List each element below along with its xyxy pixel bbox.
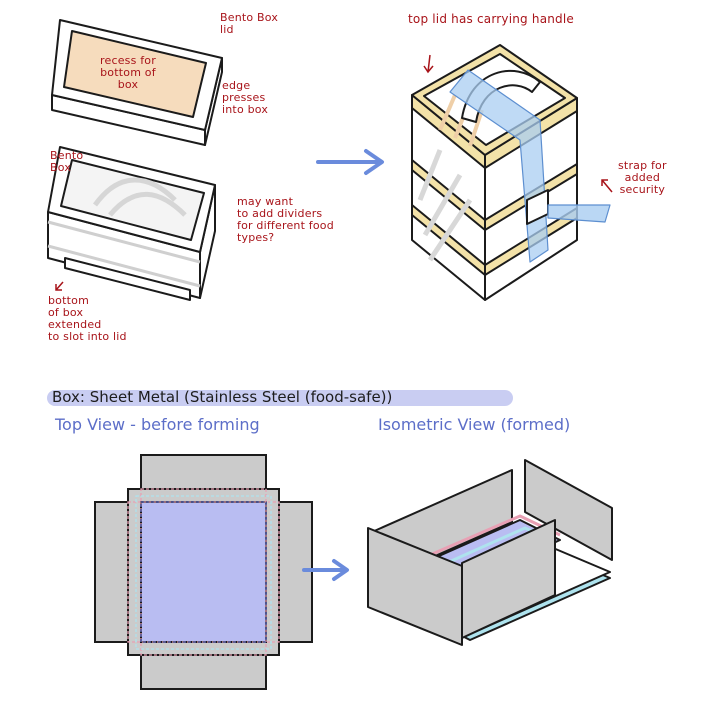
heading-highlight [47,390,513,406]
label-bento-box: Bento Box [50,149,84,174]
label-edge: edge presses into box [222,79,269,116]
label-dividers: may want to add dividers for different f… [237,195,334,244]
annotation-arrows [55,54,613,291]
arrow-right-icon-2 [302,559,349,581]
isometric-box-drawing [367,459,613,646]
stacked-bento-drawing [411,44,611,301]
label-bento-box-lid: Bento Box lid [220,11,279,36]
label-recess: recess for bottom of box [100,54,156,91]
top-view-heading: Top View - before forming [55,415,260,434]
flat-pattern-drawing [94,454,313,690]
material-heading: Box: Sheet Metal (Stainless Steel (food-… [52,388,393,406]
box-drawing [47,146,216,301]
label-handle: top lid has carrying handle [408,12,574,26]
label-bottom-extended: bottom of box extended to slot into lid [48,294,127,343]
fold-lines [127,488,280,656]
isometric-view-heading: Isometric View (formed) [378,415,571,434]
lid-drawing [51,19,223,146]
label-strap: strap for added security [618,159,667,196]
arrow-right-icon [316,149,384,175]
